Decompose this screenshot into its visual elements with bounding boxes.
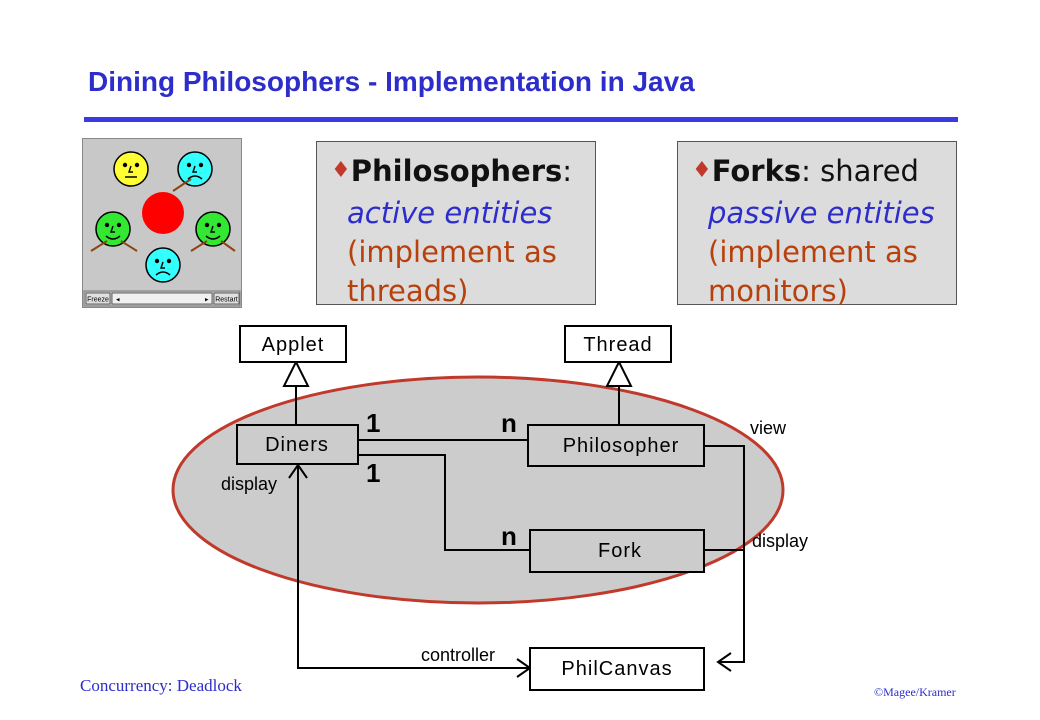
note-philosophers: ♦Philosophers: active entities (implemen… xyxy=(316,141,596,308)
class-philosopher-label: Philosopher xyxy=(563,435,680,457)
note-forks: ♦Forks: shared passive entities (impleme… xyxy=(677,141,957,308)
scroll-left-icon: ◂ xyxy=(116,297,120,304)
philosopher-face-top-right xyxy=(172,151,213,192)
note-impl-line2: monitors) xyxy=(708,274,848,308)
class-fork-label: Fork xyxy=(598,540,642,562)
title-divider xyxy=(84,117,958,122)
restart-button[interactable] xyxy=(213,292,240,305)
class-philcanvas-label: PhilCanvas xyxy=(561,658,672,680)
class-philosopher-box xyxy=(527,424,705,467)
assoc-diners-fork xyxy=(358,454,530,551)
note-term: Forks xyxy=(711,154,802,188)
note-term: Philosophers xyxy=(350,154,563,188)
class-fork-box xyxy=(529,529,705,573)
diamond-bullet-icon: ♦ xyxy=(331,158,351,183)
class-applet-label: Applet xyxy=(262,334,325,356)
role-display-fork: display xyxy=(752,531,808,551)
applet-screenshot: Freeze ◂ ▸ Restart xyxy=(82,138,242,308)
philosophers-illustration: Freeze ◂ ▸ Restart xyxy=(83,151,241,307)
note-rest: shared xyxy=(810,154,919,188)
restart-button-label: Restart xyxy=(215,297,238,304)
footer-course: Concurrency: Deadlock xyxy=(80,676,242,695)
role-view: view xyxy=(750,418,787,438)
center-table xyxy=(142,192,184,234)
slide-title: Dining Philosophers - Implementation in … xyxy=(88,66,695,97)
note-separator: : xyxy=(562,154,573,188)
assoc-controller xyxy=(297,465,530,669)
note-impl-line2: threads) xyxy=(347,274,469,308)
philosopher-face-top-left xyxy=(113,151,149,187)
class-thread-label: Thread xyxy=(583,334,652,356)
diamond-bullet-icon: ♦ xyxy=(692,158,712,183)
class-diners-box xyxy=(236,424,359,465)
multiplicity-diners-fork: 1 xyxy=(366,458,380,488)
assoc-philosopher-view xyxy=(704,445,745,663)
multiplicity-diners-philosopher: 1 xyxy=(366,408,380,438)
freeze-button[interactable] xyxy=(85,292,111,305)
note-entity-type: passive entities xyxy=(708,196,935,230)
role-controller: controller xyxy=(421,645,495,665)
class-applet-box xyxy=(239,325,347,363)
inherit-arrow-thread xyxy=(605,359,633,387)
multiplicity-philosopher: n xyxy=(501,408,517,438)
arrow-head-philcanvas-right xyxy=(716,652,732,672)
freeze-button-label: Freeze xyxy=(87,297,109,304)
philosopher-face-bottom xyxy=(145,247,181,283)
note-entity-type: active entities xyxy=(347,196,553,230)
scroll-right-icon: ▸ xyxy=(205,297,209,304)
note-impl-line1: (implement as xyxy=(708,235,918,269)
multiplicity-fork: n xyxy=(501,521,517,551)
note-separator: : xyxy=(801,154,811,188)
class-diners-label: Diners xyxy=(265,434,329,456)
philosopher-face-right xyxy=(190,211,236,252)
philosopher-face-left xyxy=(90,211,138,252)
inherit-arrow-applet xyxy=(282,359,310,387)
class-thread-box xyxy=(564,325,672,363)
speed-scrollbar[interactable] xyxy=(111,292,213,305)
note-impl-line1: (implement as xyxy=(347,235,557,269)
role-display-diners: display xyxy=(221,474,277,494)
class-philcanvas-box xyxy=(529,647,705,691)
footer-copyright: ©Magee/Kramer xyxy=(874,685,956,699)
